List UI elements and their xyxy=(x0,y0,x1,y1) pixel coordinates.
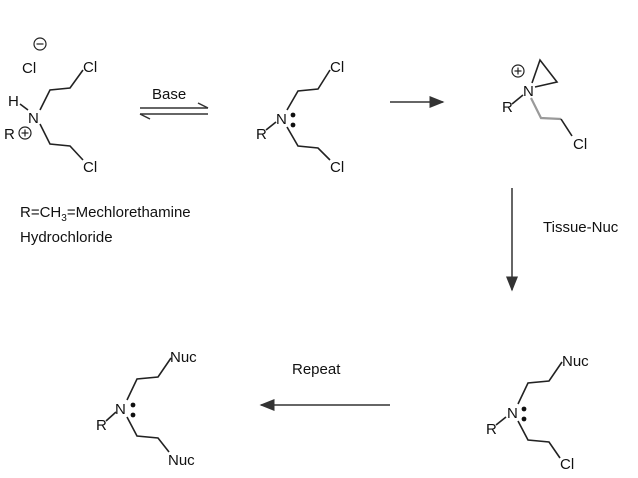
r-group-caption-line2: Hydrochloride xyxy=(20,229,113,246)
chlorine-bottom-label: Cl xyxy=(83,159,97,176)
nitrogen-label: N xyxy=(28,110,39,127)
lone-pair-dot xyxy=(130,402,136,408)
chlorine-top-label: Cl xyxy=(330,59,344,76)
base-label: Base xyxy=(152,86,186,103)
chlorine-bottom-label: Cl xyxy=(330,159,344,176)
nuc-bottom-label: Nuc xyxy=(168,452,195,469)
molecule-free-amine: R N Cl Cl xyxy=(256,59,344,176)
nuc-top-label: Nuc xyxy=(170,349,197,366)
lone-pair-dot xyxy=(130,412,136,418)
positive-charge-icon xyxy=(511,64,525,78)
r-group-label: R xyxy=(4,126,15,143)
chloride-counter-ion: Cl xyxy=(22,60,36,77)
molecule-mechlorethamine-hcl: Cl H N R Cl Cl xyxy=(4,37,97,176)
chlorine-top-label: Cl xyxy=(83,59,97,76)
chlorine-label: Cl xyxy=(560,456,574,473)
lone-pair-dot xyxy=(290,122,296,128)
nitrogen-label: N xyxy=(507,405,518,422)
r-group-label: R xyxy=(502,99,513,116)
nitrogen-label: N xyxy=(115,401,126,418)
equilibrium-arrow: Base xyxy=(139,86,209,120)
negative-charge-icon xyxy=(33,37,47,51)
molecule-aziridinium-ion: N R Cl xyxy=(502,58,587,153)
tissue-nuc-label: Tissue-Nuc xyxy=(543,219,619,236)
molecule-mono-adduct: R N Nuc Cl xyxy=(486,353,589,473)
lone-pair-dot xyxy=(290,112,296,118)
r-group-label: R xyxy=(96,417,107,434)
lone-pair-dot xyxy=(521,416,527,422)
positive-charge-icon xyxy=(18,126,32,140)
chlorine-label: Cl xyxy=(573,136,587,153)
r-group-caption-line1: R=CH3=Mechlorethamine xyxy=(20,204,191,224)
r-group-label: R xyxy=(256,126,267,143)
lone-pair-dot xyxy=(521,406,527,412)
repeat-label: Repeat xyxy=(292,361,341,378)
hydrogen-label: H xyxy=(8,93,19,110)
nitrogen-label: N xyxy=(523,83,534,100)
nuc-label: Nuc xyxy=(562,353,589,370)
molecule-bis-adduct: R N Nuc Nuc xyxy=(96,349,197,469)
r-group-label: R xyxy=(486,421,497,438)
nitrogen-label: N xyxy=(276,111,287,128)
